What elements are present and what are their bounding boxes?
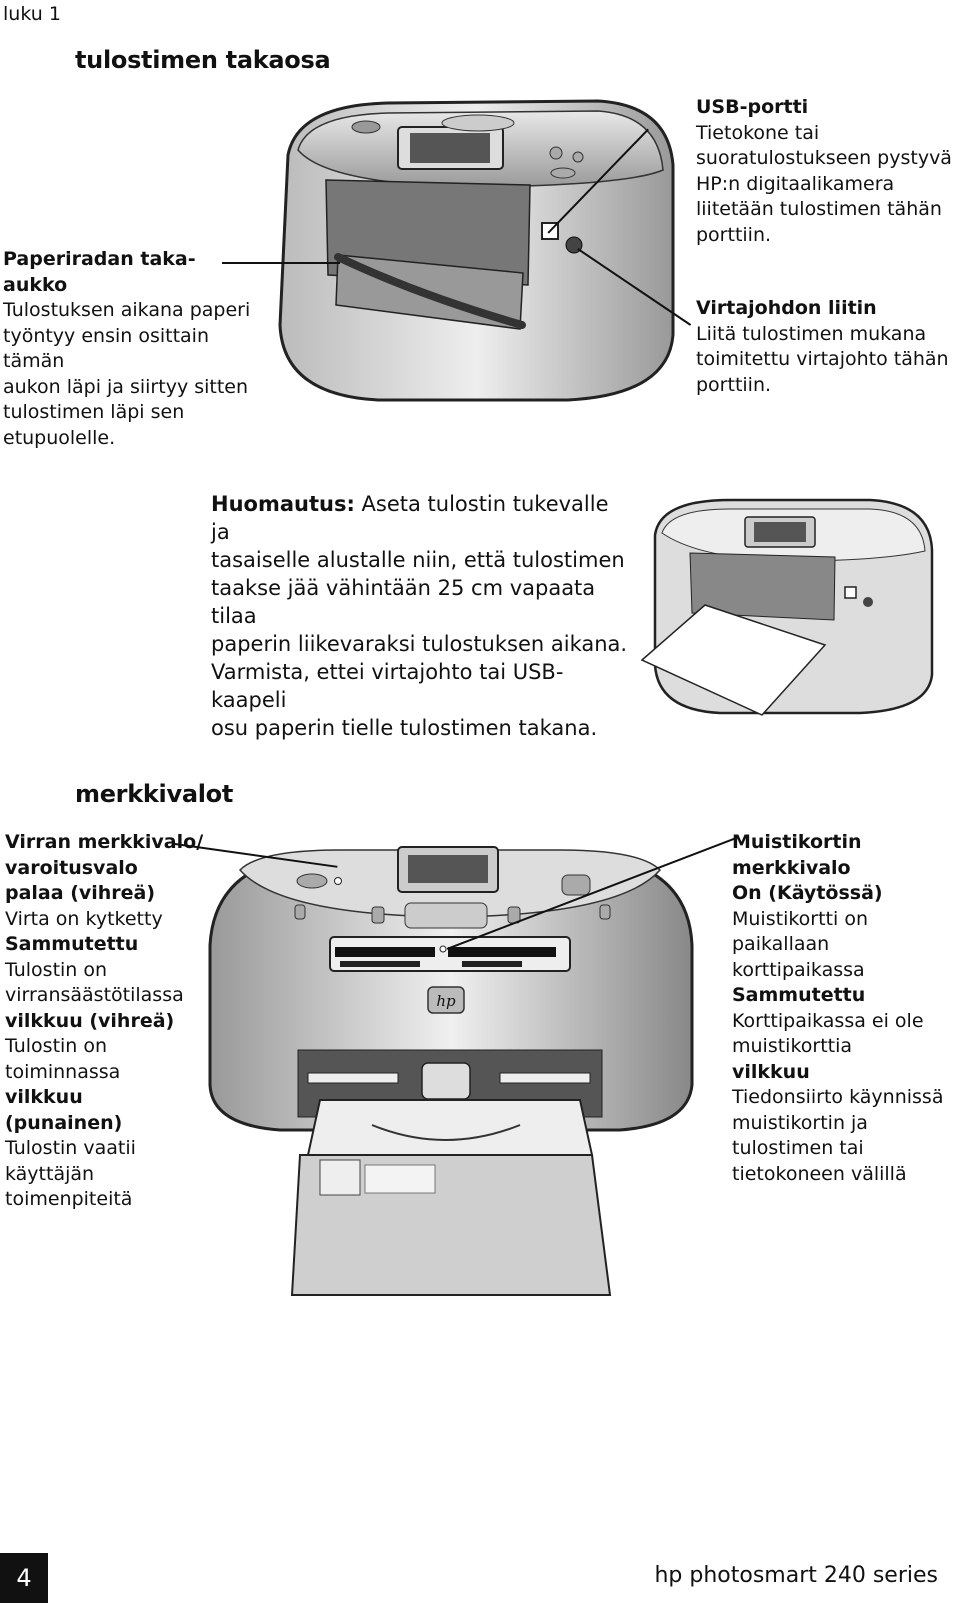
usb-line: porttiin. bbox=[696, 223, 956, 249]
section-title-lights: merkkivalot bbox=[75, 780, 233, 808]
power-light-line: vilkkuu (vihreä) bbox=[5, 1009, 205, 1035]
power-light-line: virransäästötilassa bbox=[5, 983, 205, 1009]
usb-line: Tietokone tai bbox=[696, 121, 956, 147]
power-callout: Virtajohdon liitin Liitä tulostimen muka… bbox=[696, 296, 956, 398]
paper-slot-line: työntyy ensin osittain tämän bbox=[3, 324, 253, 375]
printer-rear-illustration bbox=[268, 95, 683, 405]
paper-slot-callout: Paperiradan taka-aukko Tulostuksen aikan… bbox=[3, 247, 253, 451]
power-light-line: palaa (vihreä) bbox=[5, 881, 205, 907]
memory-light-line: muistikortin ja bbox=[732, 1111, 957, 1137]
power-light-line: vilkkuu (punainen) bbox=[5, 1085, 205, 1136]
usb-line: HP:n digitaalikamera bbox=[696, 172, 956, 198]
memory-light-line: korttipaikassa bbox=[732, 958, 957, 984]
memory-light-line: Tiedonsiirto käynnissä bbox=[732, 1085, 957, 1111]
power-light-line: käyttäjän bbox=[5, 1162, 205, 1188]
power-light-line: Tulostin vaatii bbox=[5, 1136, 205, 1162]
memory-light-line: Korttipaikassa ei ole bbox=[732, 1009, 957, 1035]
hp-logo: hp bbox=[436, 992, 456, 1010]
memory-light-line: Muistikortin bbox=[732, 830, 957, 856]
page-number: 4 bbox=[0, 1553, 48, 1603]
power-light-line: toiminnassa bbox=[5, 1060, 205, 1086]
paper-slot-line: aukon läpi ja siirtyy sitten bbox=[3, 375, 253, 401]
power-line: porttiin. bbox=[696, 373, 956, 399]
note-line: Varmista, ettei virtajohto tai USB-kaape… bbox=[211, 658, 631, 714]
memory-light-line: merkkivalo bbox=[732, 856, 957, 882]
note-line: osu paperin tielle tulostimen takana. bbox=[211, 714, 631, 742]
memory-light-line: vilkkuu bbox=[732, 1060, 957, 1086]
power-light-line: Virran merkkivalo/ bbox=[5, 830, 205, 856]
note-line: taakse jää vähintään 25 cm vapaata tilaa bbox=[211, 574, 631, 630]
note-label: Huomautus: bbox=[211, 492, 355, 516]
usb-line: suoratulostukseen pystyvä bbox=[696, 146, 956, 172]
printer-front-illustration: hp bbox=[200, 825, 700, 1300]
note-line: paperin liikevaraksi tulostuksen aikana. bbox=[211, 630, 631, 658]
section-title-rear: tulostimen takaosa bbox=[75, 46, 330, 74]
power-light-line: Virta on kytketty bbox=[5, 907, 205, 933]
power-light-line: toimenpiteitä bbox=[5, 1187, 205, 1213]
paper-slot-line: tulostimen läpi sen bbox=[3, 400, 253, 426]
usb-callout: USB-portti Tietokone tai suoratulostukse… bbox=[696, 95, 956, 248]
memory-light-line: muistikorttia bbox=[732, 1034, 957, 1060]
note-block: Huomautus: Aseta tulostin tukevalle ja t… bbox=[211, 490, 631, 742]
printer-paper-illustration bbox=[640, 495, 940, 720]
usb-heading: USB-portti bbox=[696, 95, 956, 121]
usb-line: liitetään tulostimen tähän bbox=[696, 197, 956, 223]
memory-card-light-callout: Muistikortin merkkivalo On (Käytössä) Mu… bbox=[732, 830, 957, 1187]
memory-light-line: Muistikortti on bbox=[732, 907, 957, 933]
power-line: toimitettu virtajohto tähän bbox=[696, 347, 956, 373]
memory-light-line: paikallaan bbox=[732, 932, 957, 958]
power-light-line: varoitusvalo bbox=[5, 856, 205, 882]
power-light-callout: Virran merkkivalo/ varoitusvalo palaa (v… bbox=[5, 830, 205, 1213]
note-line: tasaiselle alustalle niin, että tulostim… bbox=[211, 546, 631, 574]
paper-slot-line: Tulostuksen aikana paperi bbox=[3, 298, 253, 324]
memory-light-line: On (Käytössä) bbox=[732, 881, 957, 907]
paper-slot-line: etupuolelle. bbox=[3, 426, 253, 452]
memory-light-line: tietokoneen välillä bbox=[732, 1162, 957, 1188]
power-heading: Virtajohdon liitin bbox=[696, 296, 956, 322]
memory-light-line: Sammutettu bbox=[732, 983, 957, 1009]
power-light-line: Tulostin on bbox=[5, 1034, 205, 1060]
power-light-line: Sammutettu bbox=[5, 932, 205, 958]
paper-slot-heading: Paperiradan taka-aukko bbox=[3, 247, 253, 298]
chapter-label: luku 1 bbox=[3, 2, 61, 28]
product-name: hp photosmart 240 series bbox=[654, 1563, 938, 1588]
power-light-line: Tulostin on bbox=[5, 958, 205, 984]
memory-light-line: tulostimen tai bbox=[732, 1136, 957, 1162]
power-line: Liitä tulostimen mukana bbox=[696, 322, 956, 348]
